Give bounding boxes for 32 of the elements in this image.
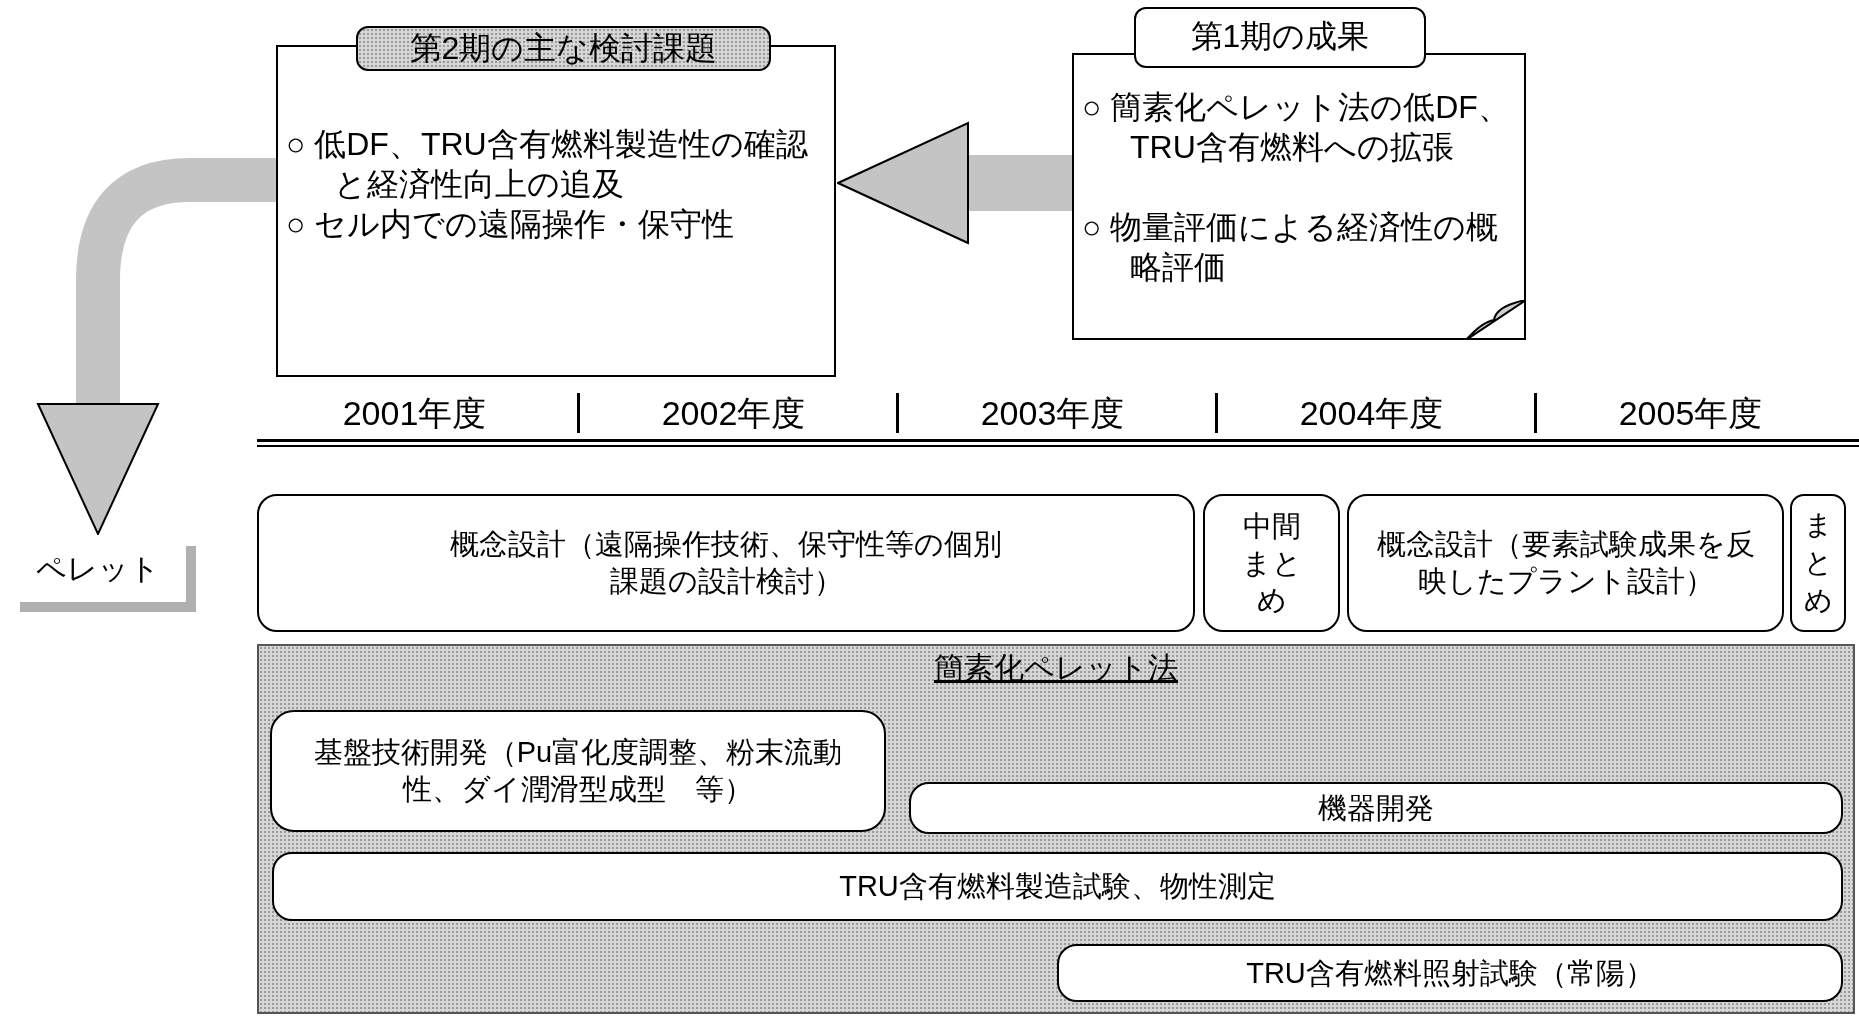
task-bar — [1347, 494, 1784, 632]
note-box — [1072, 7, 1526, 340]
issue-box — [276, 26, 836, 377]
bar-label: TRU含有燃料製造試験、物性測定 — [839, 869, 1276, 904]
bullet-text: ○ 低DF、TRU含有燃料製造性の確認と経済性向上の追及 — [286, 125, 809, 204]
bar-label: 機器開発 — [1318, 790, 1434, 826]
bar-label: 中間まとめ — [1240, 508, 1303, 618]
box-title: 第2期の主な検討課題 — [356, 26, 771, 71]
bar-label: TRU含有燃料照射試験（常陽） — [1246, 955, 1654, 991]
block-arrow — [837, 122, 1072, 244]
bar-label: 概念設計（要素試験成果を反映したプラント設計） — [1375, 527, 1756, 599]
bullet-text: ○ 物量評価による経済性の概略評価 — [1082, 208, 1500, 287]
task-bar — [272, 852, 1843, 921]
year-heading: 2002年度 — [660, 393, 807, 434]
task-bar — [909, 782, 1843, 834]
task-bar — [1790, 494, 1846, 632]
task-bar — [1203, 494, 1340, 632]
method-panel — [257, 644, 1855, 1014]
bar-label: 基盤技術開発（Pu富化度調整、粉末流動性、ダイ潤滑型成型 等） — [312, 735, 844, 807]
task-bar — [257, 494, 1195, 632]
task-bar — [1057, 944, 1843, 1002]
bullet-text: ○ 簡素化ペレット法の低DF、TRU含有燃料への拡張 — [1082, 88, 1511, 167]
bullet-text: ○ セル内での遠隔操作・保守性 — [286, 205, 736, 244]
year-heading: 2001年度 — [341, 393, 488, 434]
task-bar — [270, 710, 886, 832]
bar-label: 概念設計（遠隔操作技術、保守性等の個別課題の設計検討） — [449, 527, 1003, 599]
year-heading: 2005年度 — [1617, 393, 1764, 434]
panel-title: 簡素化ペレット法 — [934, 650, 1178, 686]
year-heading: 2003年度 — [979, 393, 1126, 434]
box-title: 第1期の成果 — [1134, 7, 1426, 68]
year-heading: 2004年度 — [1298, 393, 1445, 434]
bar-label: まとめ — [1803, 508, 1833, 618]
